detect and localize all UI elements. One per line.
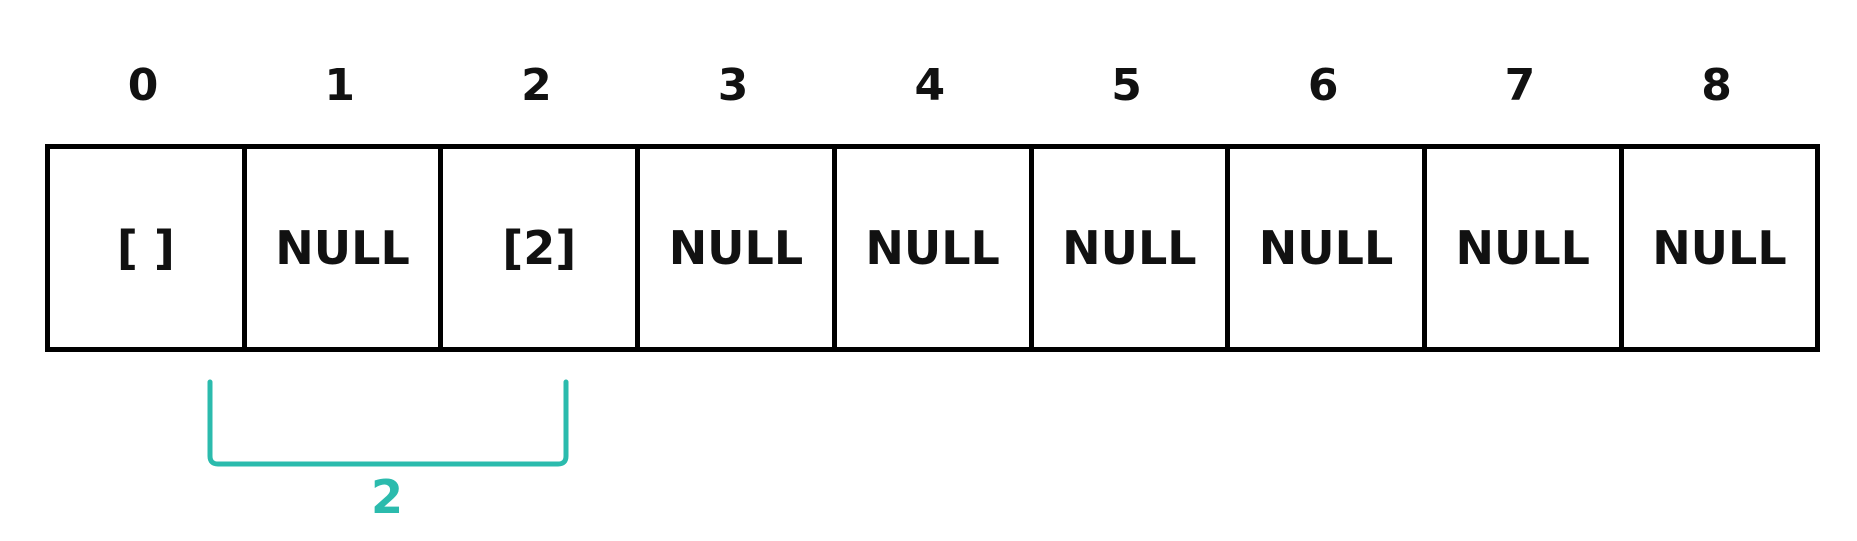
array-cell-1: NULL [241,144,439,352]
index-label-3: 3 [717,60,749,111]
cell-value-2: [2] [502,221,577,275]
index-label-8: 8 [1701,60,1732,111]
array-cell-3: NULL [635,144,832,352]
index-label-5: 5 [1111,60,1142,111]
index-label-7: 7 [1504,60,1536,111]
array-row: [ ] NULL [2] NULL NULL NULL NULL NULL NULL [45,144,1821,352]
array-cell-0: [ ] [45,144,242,352]
cell-value-1: NULL [275,221,410,275]
array-cell-6: NULL [1225,144,1422,352]
array-cell-8: NULL [1618,144,1821,352]
bracket-line [207,379,569,467]
array-cell-4: NULL [831,144,1029,352]
index-label-0: 0 [127,60,159,111]
array-cell-5: NULL [1028,144,1226,352]
cell-value-6: NULL [1258,221,1394,275]
index-label-6: 6 [1307,60,1339,111]
cell-value-5: NULL [1062,221,1197,275]
array-cell-7: NULL [1421,144,1619,352]
cell-value-8: NULL [1652,221,1787,275]
cell-value-7: NULL [1455,221,1590,275]
cell-value-4: NULL [865,221,1000,275]
array-cell-2: [2] [438,144,635,352]
bracket-distance-label: 2 [370,470,403,524]
index-label-1: 1 [324,60,355,111]
cell-value-3: NULL [668,221,804,275]
cell-value-0: [ ] [116,221,175,275]
index-label-4: 4 [914,60,946,111]
index-label-2: 2 [521,60,552,111]
